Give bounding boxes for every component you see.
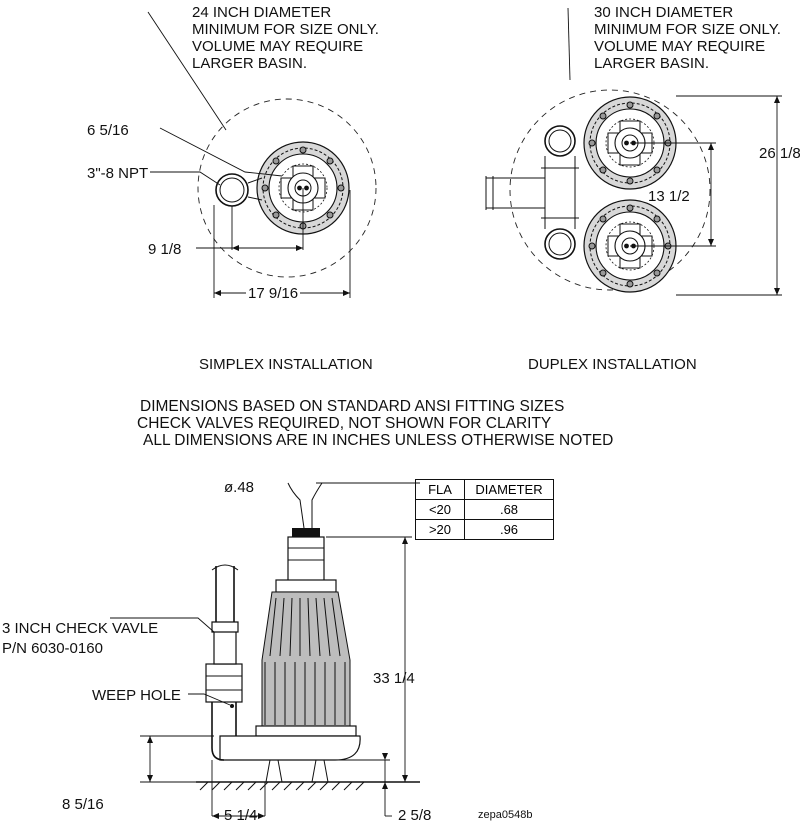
simplex-basin-leader — [147, 11, 227, 131]
duplex-basin-note-line: 30 INCH DIAMETER — [594, 4, 734, 21]
simplex-npt-leader — [150, 171, 221, 186]
duplex-basin-outline — [509, 89, 711, 291]
simplex-basin-note-line: MINIMUM FOR SIZE ONLY. — [192, 21, 379, 38]
simplex-title: SIMPLEX INSTALLATION — [199, 356, 373, 373]
duplex-overall-dim-label: 26 1/8 — [759, 145, 800, 162]
height-dim-label: 33 1/4 — [373, 670, 415, 687]
table-header-cell: FLA — [415, 479, 465, 500]
table-header-row: FLA DIAMETER — [415, 479, 554, 500]
table-row: <20 .68 — [415, 499, 554, 520]
volute — [219, 735, 361, 761]
simplex-basin-outline — [197, 98, 377, 278]
duplex-manifold — [541, 156, 579, 229]
table-cell: <20 — [415, 499, 465, 520]
cord-diameter-label: ø.48 — [224, 479, 255, 496]
general-note: ALL DIMENSIONS ARE IN INCHES UNLESS OTHE… — [143, 432, 614, 449]
cord-diameter-table: FLA DIAMETER <20 .68 >20 .96 — [415, 479, 554, 540]
table-cell: >20 — [415, 519, 465, 540]
duplex-title: DUPLEX INSTALLATION — [528, 356, 697, 373]
floor-hatch — [199, 781, 365, 791]
simplex-offset-dim-label: 6 5/16 — [87, 122, 129, 139]
duplex-basin-note-line: MINIMUM FOR SIZE ONLY. — [594, 21, 781, 38]
discharge-elbow — [211, 700, 237, 761]
duplex-basin-note-line: LARGER BASIN. — [594, 55, 710, 72]
simplex-basin-note-line: VOLUME MAY REQUIRE — [192, 38, 364, 55]
duplex-center-dim-label: 13 1/2 — [648, 188, 690, 205]
simplex-plan — [147, 11, 377, 298]
duplex-basin-leader — [567, 7, 571, 81]
weep-hole — [230, 704, 234, 708]
volute-flange — [255, 725, 357, 737]
riser-pipe — [215, 566, 235, 622]
check-valve-label-line: P/N 6030-0160 — [2, 640, 103, 657]
duplex-basin-note-line: VOLUME MAY REQUIRE — [594, 38, 766, 55]
general-note: DIMENSIONS BASED ON STANDARD ANSI FITTIN… — [140, 398, 565, 415]
general-note: CHECK VALVES REQUIRED, NOT SHOWN FOR CLA… — [137, 415, 552, 432]
simplex-basin-note-line: 24 INCH DIAMETER — [192, 4, 332, 21]
pump-elevation — [110, 482, 420, 819]
simplex-basin-note-line: LARGER BASIN. — [192, 55, 308, 72]
pump-legs — [265, 759, 329, 783]
base-dim-label: 2 5/8 — [398, 807, 432, 824]
simplex-center-dim-label: 9 1/8 — [148, 241, 182, 258]
duplex-outlet-pipe — [485, 176, 545, 210]
drawing-id: zepa0548b — [478, 809, 533, 821]
table-cell: .68 — [464, 499, 554, 520]
table-cell: .96 — [464, 519, 554, 540]
check-valve-label-line: 3 INCH CHECK VAVLE — [2, 620, 159, 637]
simplex-basin-note: 24 INCH DIAMETER MINIMUM FOR SIZE ONLY. … — [192, 4, 379, 72]
check-valve-label: 3 INCH CHECK VAVLE P/N 6030-0160 — [2, 619, 158, 659]
duplex-basin-note: 30 INCH DIAMETER MINIMUM FOR SIZE ONLY. … — [594, 4, 781, 72]
table-row: >20 .96 — [415, 519, 554, 540]
duplex-plan — [485, 7, 782, 296]
general-notes: DIMENSIONS BASED ON STANDARD ANSI FITTIN… — [137, 398, 614, 449]
check-valve — [205, 663, 243, 703]
discharge-offset-dim-label: 5 1/4 — [224, 807, 258, 824]
table-header-cell: DIAMETER — [464, 479, 554, 500]
simplex-discharge-pipe — [215, 173, 249, 207]
simplex-offset-leader — [159, 127, 283, 177]
weep-hole-label: WEEP HOLE — [92, 687, 181, 704]
weep-hole-leader — [188, 693, 231, 706]
motor-cap — [287, 536, 325, 586]
discharge-height-dim-label: 8 5/16 — [62, 796, 104, 813]
simplex-npt-label: 3"-8 NPT — [87, 165, 149, 182]
simplex-overall-dim-label: 17 9/16 — [246, 285, 301, 302]
check-valve-leader — [110, 617, 215, 633]
cord-grip — [292, 528, 320, 537]
power-cord — [287, 482, 323, 529]
